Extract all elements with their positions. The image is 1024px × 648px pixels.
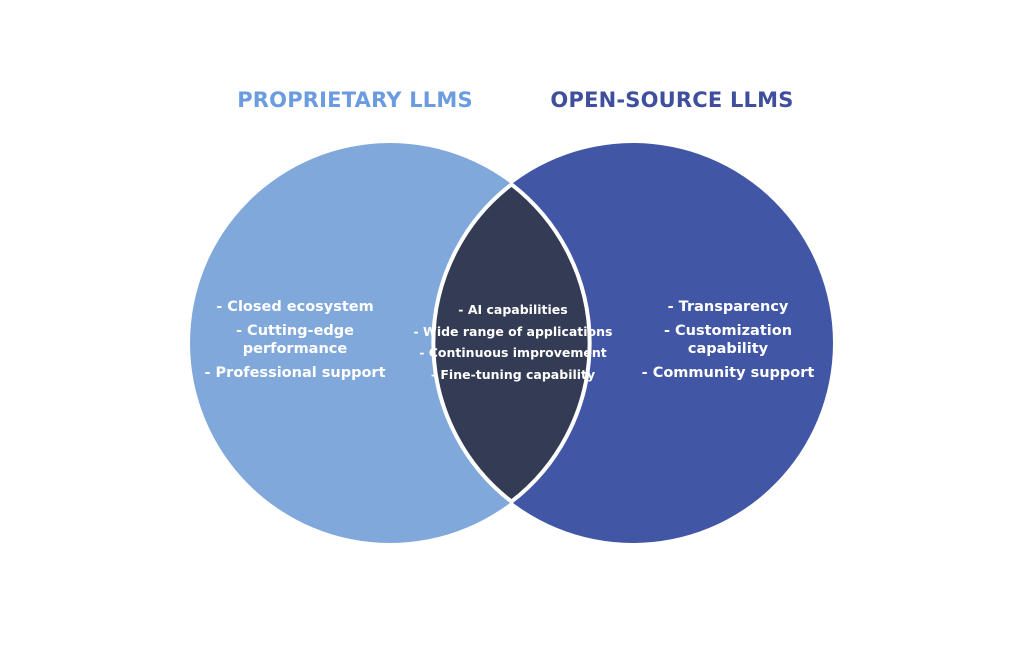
overlap-outline [431, 181, 592, 505]
proprietary-item: - Professional support [204, 365, 386, 381]
proprietary-title: PROPRIETARY LLMS [237, 88, 473, 112]
proprietary-item: - Cutting-edge performance [235, 323, 354, 357]
overlap-region [433, 143, 590, 543]
shared-item: - Fine-tuning capability [430, 366, 596, 382]
shared-item: - Continuous improvement [419, 345, 607, 360]
shared-item: - Wide range of applications [413, 323, 613, 339]
proprietary-item: - Closed ecosystem [216, 299, 374, 315]
shared-item: - AI capabilities [458, 302, 568, 317]
open-source-item: - Community support [641, 365, 815, 381]
open-source-list: - Transparency - Customization capabilit… [630, 298, 826, 388]
open-source-item: - Customization capability [663, 323, 793, 357]
shared-list: - AI capabilities - Wide range of applic… [408, 302, 618, 388]
proprietary-list: - Closed ecosystem - Cutting-edge perfor… [200, 298, 390, 388]
open-source-item: - Transparency [667, 299, 789, 315]
open-source-title: OPEN-SOURCE LLMS [550, 88, 794, 112]
